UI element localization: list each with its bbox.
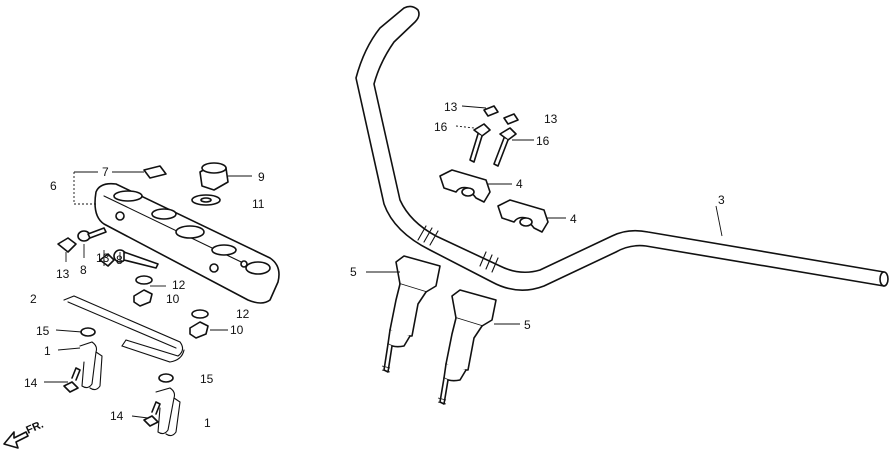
forward-arrow-icon: FR. bbox=[3, 419, 45, 449]
screw-14-lower bbox=[143, 401, 161, 427]
washer-12-right bbox=[191, 309, 209, 319]
cable-clamp-lower bbox=[155, 387, 181, 437]
callout-5-right: 5 bbox=[524, 318, 531, 332]
callout-15-upper: 15 bbox=[36, 324, 50, 338]
callout-13-mid: 13 bbox=[96, 251, 110, 265]
nut-10-right bbox=[189, 321, 209, 339]
callout-12-right: 12 bbox=[236, 307, 250, 321]
stem-washer bbox=[191, 194, 221, 206]
bolt-8-left bbox=[77, 227, 107, 242]
callout-13-upper-right: 13 bbox=[544, 112, 558, 126]
callout-6: 6 bbox=[50, 179, 57, 193]
bolt-16-left bbox=[469, 123, 491, 163]
washer-12-left bbox=[135, 275, 153, 285]
callout-7: 7 bbox=[102, 165, 109, 179]
callout-11: 11 bbox=[252, 197, 265, 211]
upper-holder-left bbox=[439, 169, 491, 203]
washer-15-upper bbox=[80, 327, 96, 337]
callout-13-left: 13 bbox=[56, 267, 70, 281]
callout-2: 2 bbox=[30, 292, 37, 306]
washer-7 bbox=[143, 165, 167, 179]
callout-14-upper: 14 bbox=[24, 376, 38, 390]
callout-3: 3 bbox=[718, 193, 725, 207]
stem-nut bbox=[199, 162, 229, 191]
callout-15-lower: 15 bbox=[200, 372, 214, 386]
holder-left bbox=[381, 255, 441, 373]
callout-13-upper-left: 13 bbox=[444, 100, 458, 114]
callout-16-left: 16 bbox=[434, 120, 448, 134]
cap-13-upper-left bbox=[483, 105, 499, 117]
callout-12-left: 12 bbox=[172, 278, 186, 292]
callout-10-left: 10 bbox=[166, 292, 180, 306]
upper-holder-right bbox=[497, 199, 549, 233]
spring-clip bbox=[63, 295, 185, 363]
leader-lines bbox=[44, 105, 723, 419]
callout-labels: 7 6 9 11 13 8 13 8 12 10 12 10 2 15 1 14… bbox=[24, 100, 725, 430]
holder-right bbox=[437, 289, 497, 405]
callout-14-lower: 14 bbox=[110, 409, 124, 423]
cap-13-upper-right bbox=[503, 113, 519, 125]
nut-10-left bbox=[133, 289, 153, 307]
callout-4-upper: 4 bbox=[516, 177, 523, 191]
bolt-16-right bbox=[493, 127, 517, 167]
callout-1-upper: 1 bbox=[44, 344, 51, 358]
cable-clamp-upper bbox=[79, 341, 103, 391]
callout-10-right: 10 bbox=[230, 323, 244, 337]
callout-5-left: 5 bbox=[350, 265, 357, 279]
cap-13-mid bbox=[99, 253, 115, 267]
callout-16-right: 16 bbox=[536, 134, 550, 148]
direction-label: FR. bbox=[24, 419, 45, 437]
handlebar bbox=[355, 5, 889, 291]
cap-13-left bbox=[57, 237, 77, 253]
screw-14-upper bbox=[63, 367, 81, 393]
callout-8-right: 8 bbox=[116, 253, 123, 267]
callout-1-lower: 1 bbox=[204, 416, 211, 430]
callout-8-left: 8 bbox=[80, 263, 87, 277]
washer-15-lower bbox=[158, 373, 174, 383]
callout-4-lower: 4 bbox=[570, 212, 577, 226]
top-bridge bbox=[94, 182, 280, 304]
callout-9: 9 bbox=[258, 170, 265, 184]
